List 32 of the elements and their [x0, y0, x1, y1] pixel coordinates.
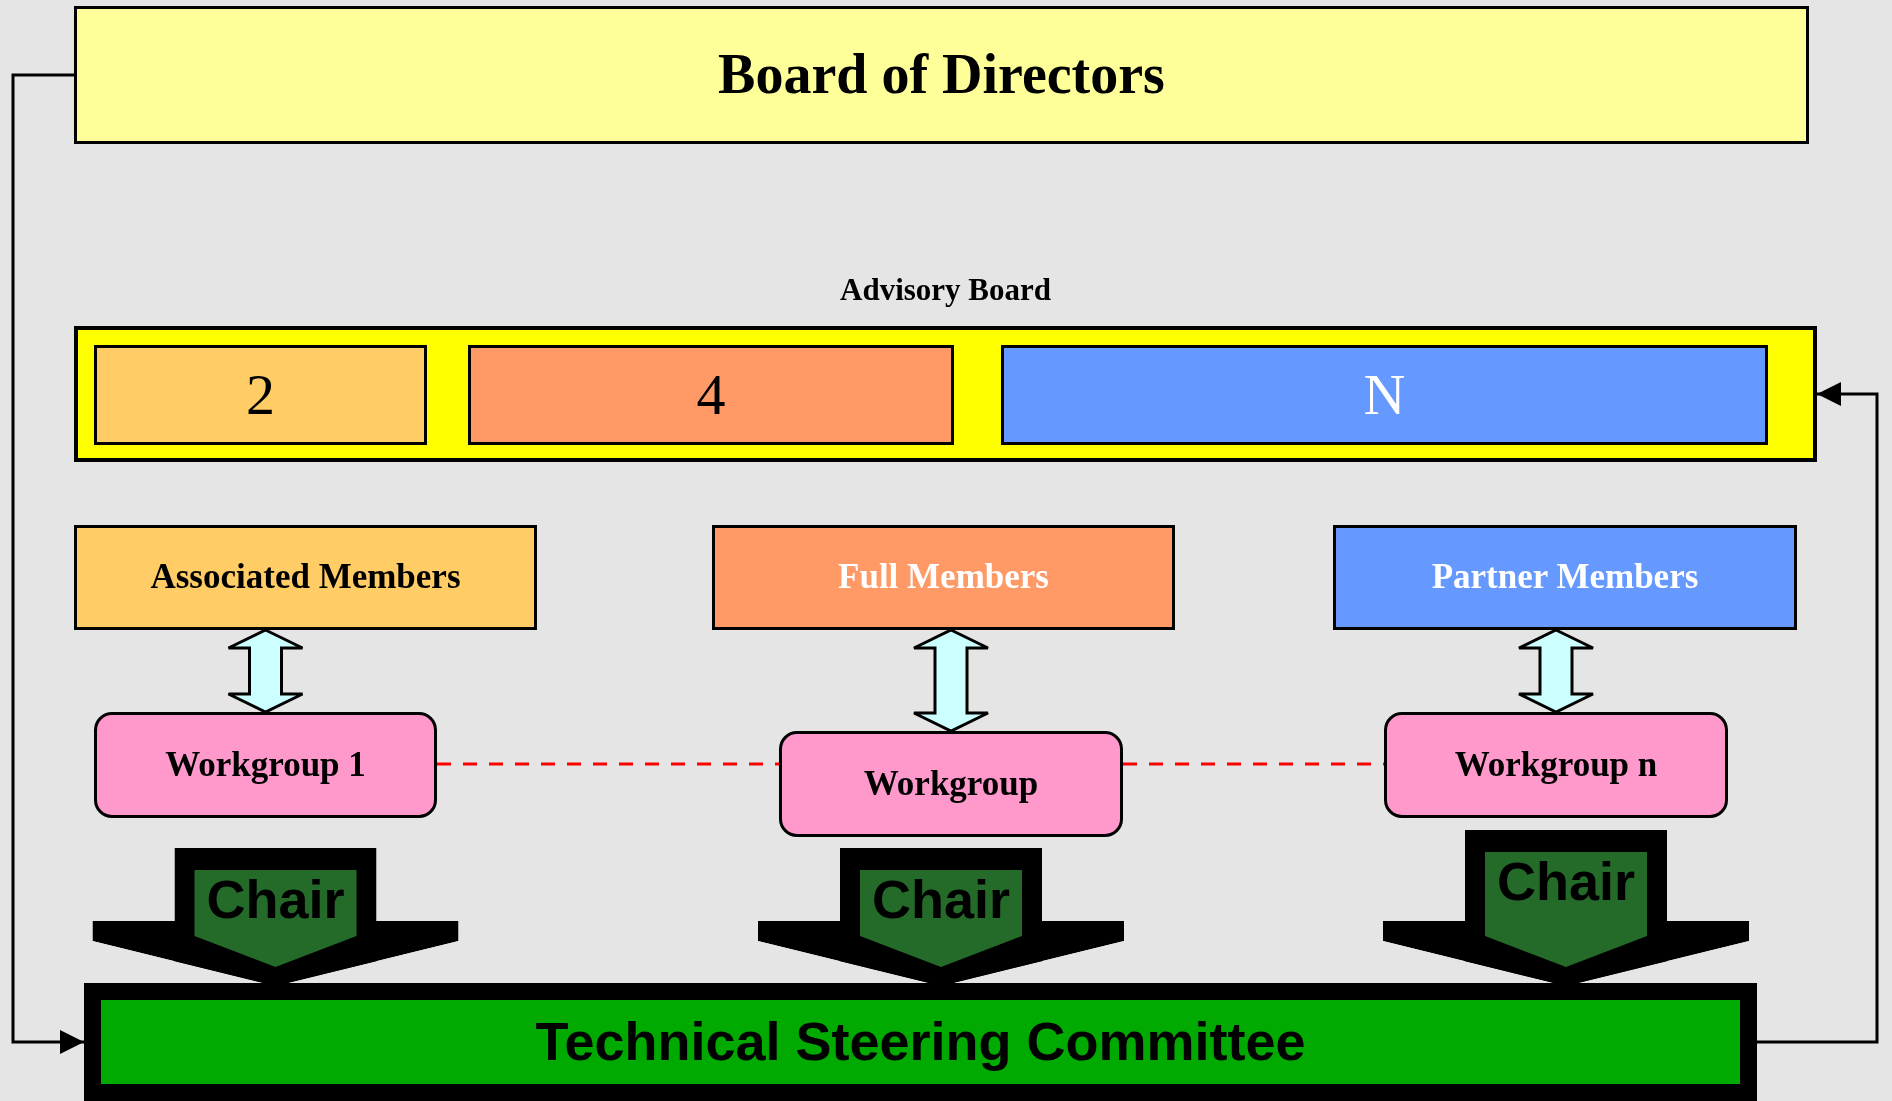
box-label: Workgroup	[863, 764, 1039, 804]
box-title: Technical Steering Committee	[535, 1012, 1306, 1072]
double-arrow	[227, 628, 304, 714]
box-label: Full Members	[838, 558, 1049, 597]
board-box	[74, 6, 1809, 144]
member-tier-box	[94, 345, 427, 445]
tier-label: N	[1363, 363, 1406, 427]
arrow	[1757, 382, 1879, 1044]
workgroup-box	[94, 712, 437, 818]
tier-label: 4	[696, 363, 726, 427]
workgroup-box	[779, 731, 1123, 837]
double-arrow	[1517, 628, 1595, 714]
dashed-line	[437, 762, 779, 766]
box-label: Partner Members	[1431, 558, 1699, 597]
members-box	[1333, 525, 1797, 630]
members-box	[712, 525, 1175, 630]
tier-label: 2	[246, 363, 275, 427]
workgroup-box	[1384, 712, 1728, 818]
double-arrow	[912, 628, 990, 733]
members-box	[74, 525, 537, 630]
box-label: Workgroup n	[1454, 745, 1658, 785]
box-title: Board of Directors	[718, 44, 1165, 106]
box-label: Workgroup 1	[165, 745, 366, 785]
arrow	[11, 73, 84, 1054]
arrow-label: Chair	[1495, 854, 1636, 908]
member-tier-box	[1001, 345, 1768, 445]
band-heading: Advisory Board	[839, 274, 1052, 305]
arrow-label: Chair	[205, 872, 346, 926]
committee-box	[84, 983, 1757, 1101]
box-label: Associated Members	[150, 558, 461, 597]
member-tier-box	[468, 345, 954, 445]
arrow-label: Chair	[870, 872, 1011, 926]
